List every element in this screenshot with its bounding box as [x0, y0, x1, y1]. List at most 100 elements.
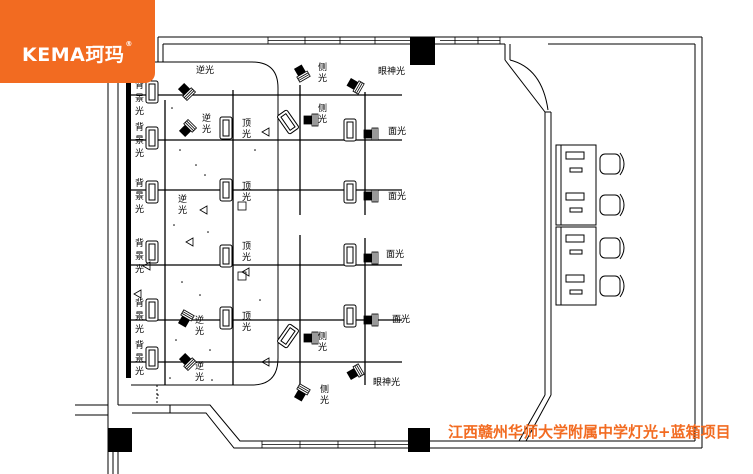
- spotlight-fins: [182, 87, 197, 102]
- door-leaf: [504, 59, 546, 113]
- softbox-light: [277, 109, 299, 135]
- softbox-panel: [148, 183, 156, 201]
- pillar-bottom-middle: [408, 428, 430, 452]
- fin-line: [297, 72, 309, 80]
- softbox-panel: [280, 327, 296, 345]
- side-light-label: 侧光: [316, 62, 326, 84]
- softbox-panel: [148, 349, 156, 367]
- softbox-panel: [346, 183, 354, 201]
- face-light-label: 面光: [388, 192, 407, 202]
- background-light-label: 背景光: [133, 298, 143, 337]
- background-light-label: 背景光: [133, 122, 143, 161]
- dot: [211, 379, 213, 381]
- fin-line: [181, 312, 193, 320]
- dot: [209, 349, 211, 351]
- chair-back: [619, 193, 625, 217]
- logo-latin: KEMA: [22, 44, 86, 66]
- softbox-panel: [222, 247, 230, 265]
- dot: [171, 107, 173, 109]
- bottom-wall-outer: [132, 412, 408, 449]
- dot: [173, 224, 175, 226]
- back-light-label: 逆光: [196, 66, 215, 76]
- fin-line: [298, 74, 310, 81]
- monitor: [565, 192, 585, 201]
- softbox-light: [343, 304, 357, 328]
- spotlight-fins: [183, 118, 198, 133]
- spotlight-fixture: [346, 363, 365, 381]
- dot: [259, 299, 261, 301]
- softbox-panel: [222, 119, 230, 137]
- spotlight-body: [363, 191, 373, 201]
- face-light-label: 面光: [388, 127, 407, 137]
- dot: [181, 281, 183, 283]
- softbox-panel: [222, 181, 230, 199]
- softbox-light: [219, 244, 233, 268]
- window-top: [267, 37, 410, 44]
- spotlight-fixture: [363, 313, 379, 327]
- bottom-wall-inner: [118, 404, 408, 442]
- chair: [599, 236, 625, 260]
- background-light-label: 背景光: [133, 238, 143, 277]
- softbox-panel: [222, 309, 230, 327]
- chair-seat: [599, 194, 621, 216]
- softbox-light: [145, 80, 159, 104]
- dot: [179, 149, 181, 151]
- chair: [599, 193, 625, 217]
- face-light-label: 面光: [386, 250, 405, 260]
- monitor: [565, 151, 585, 160]
- spotlight-fins: [311, 331, 319, 345]
- spotlight-fixture: [363, 251, 379, 265]
- softbox-panel: [148, 301, 156, 319]
- arrow-marker: [133, 289, 142, 299]
- back-light-label: 逆光: [200, 113, 210, 135]
- pillar-bottom-left: [108, 428, 132, 452]
- background-light-label: 背景光: [133, 178, 143, 217]
- lighting-grid: [131, 85, 402, 385]
- spotlight-fixture: [178, 118, 198, 138]
- softbox-light: [145, 126, 159, 150]
- softbox-panel: [148, 83, 156, 101]
- monitor: [565, 274, 585, 283]
- background-light-label: 背景光: [133, 340, 143, 379]
- fin-line: [184, 122, 194, 132]
- spotlight-body: [363, 253, 373, 263]
- arrow-marker: [241, 267, 250, 277]
- direction-markers: [133, 127, 270, 367]
- spotlight-fixture: [303, 331, 319, 345]
- top-light-label: 顶光: [240, 181, 250, 203]
- project-caption: 江西赣州华师大学附属中学灯光+蓝箱项目: [448, 423, 731, 441]
- arrow-marker: [199, 205, 208, 215]
- fin-line: [356, 364, 363, 376]
- fin-line: [354, 81, 362, 93]
- window-top-right: [440, 37, 501, 44]
- keyboard: [569, 289, 583, 295]
- cyclorama-outline: [131, 61, 279, 386]
- dot: [207, 231, 209, 233]
- softbox-light: [343, 180, 357, 204]
- softbox-light: [219, 306, 233, 330]
- spotlight-fins: [371, 127, 379, 141]
- arrow-marker: [261, 127, 270, 137]
- backdrop-wall: [126, 80, 131, 378]
- spotlight-body: [363, 315, 373, 325]
- back-light-label: 逆光: [193, 361, 203, 383]
- chairs: [599, 152, 625, 298]
- partition-diagonal: [518, 394, 546, 442]
- small-fixture: [237, 201, 247, 211]
- fin-line: [298, 385, 310, 392]
- softbox-light: [145, 346, 159, 370]
- dot: [169, 377, 171, 379]
- softbox-light: [145, 298, 159, 322]
- chair: [599, 274, 625, 298]
- back-light-label: 逆光: [193, 315, 203, 337]
- chair-seat: [599, 275, 621, 297]
- spotlight-fixture: [346, 77, 365, 95]
- back-light-label: 逆光: [176, 194, 186, 216]
- softbox-lights: [145, 80, 357, 370]
- background-light-label: 背景光: [133, 80, 143, 119]
- door-swing-arc: [509, 59, 549, 111]
- softbox-light: [219, 178, 233, 202]
- softbox-light: [277, 323, 299, 349]
- stipple-dots: [157, 107, 261, 396]
